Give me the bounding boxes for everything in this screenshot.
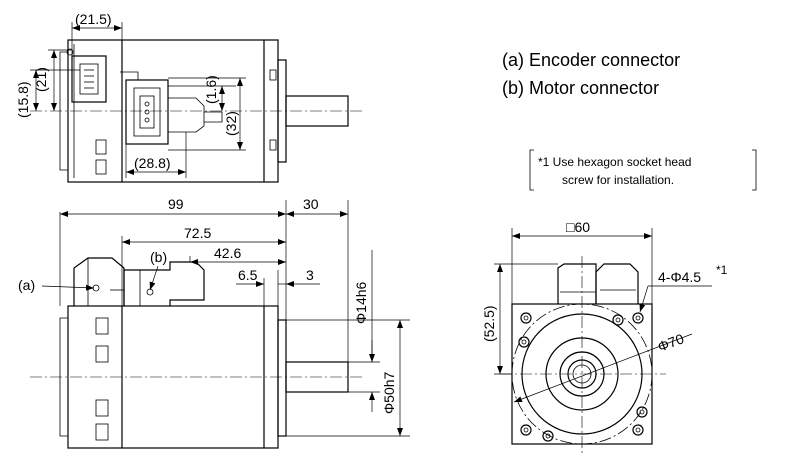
side-motor-connector: [123, 261, 205, 306]
front-view: □60 (52.5) 4-Φ4.5 *1 Φ70: [481, 219, 728, 456]
dim-30: 30: [303, 196, 319, 212]
dim-pilot-diameter: Φ50h7: [381, 371, 397, 414]
dim-holes: 4-Φ4.5: [658, 269, 701, 285]
label-b: (b): [150, 249, 167, 265]
legend-motor-connector: (b) Motor connector: [502, 78, 659, 98]
side-encoder-connector: [73, 257, 125, 306]
label-a: (a): [18, 277, 35, 293]
dim-28-8: (28.8): [134, 155, 171, 171]
front-motor-connector: [595, 263, 639, 304]
side-view: (a) (b) 99 30 72.5 42.6 6.5 3 Φ14h6: [18, 196, 410, 449]
dim-42-6: 42.6: [214, 245, 241, 261]
top-view: (21.5) (21) (15.8) (1.6) (32) (28.8): [15, 11, 362, 183]
dim-32: (32): [223, 111, 239, 136]
dim-21: (21): [33, 67, 49, 92]
legend-encoder-connector: (a) Encoder connector: [502, 50, 680, 70]
top-encoder-connector: [71, 55, 107, 103]
front-encoder-connector: [557, 263, 597, 304]
dim-6-5: 6.5: [238, 267, 258, 283]
dim-shaft-diameter: Φ14h6: [353, 281, 369, 324]
dim-1-6: (1.6): [203, 75, 219, 104]
note-line-1: *1 Use hexagon socket head: [538, 155, 691, 169]
installation-note: *1 Use hexagon socket head screw for ins…: [529, 149, 757, 191]
dim-52-5: (52.5): [481, 305, 497, 342]
dim-99: 99: [168, 196, 184, 212]
front-mount-holes: [518, 312, 648, 442]
dim-square-60: □60: [566, 219, 590, 235]
dim-72-5: 72.5: [184, 225, 211, 241]
top-motor-connector: [125, 79, 169, 145]
dim-pcd-70: Φ70: [655, 330, 686, 355]
legend: (a) Encoder connector (b) Motor connecto…: [502, 50, 680, 98]
dim-21-5: (21.5): [75, 11, 112, 27]
dim-3: 3: [306, 267, 314, 283]
dim-holes-note-mark: *1: [716, 263, 728, 277]
note-line-2: screw for installation.: [562, 173, 674, 187]
dim-15-8: (15.8): [15, 81, 31, 118]
